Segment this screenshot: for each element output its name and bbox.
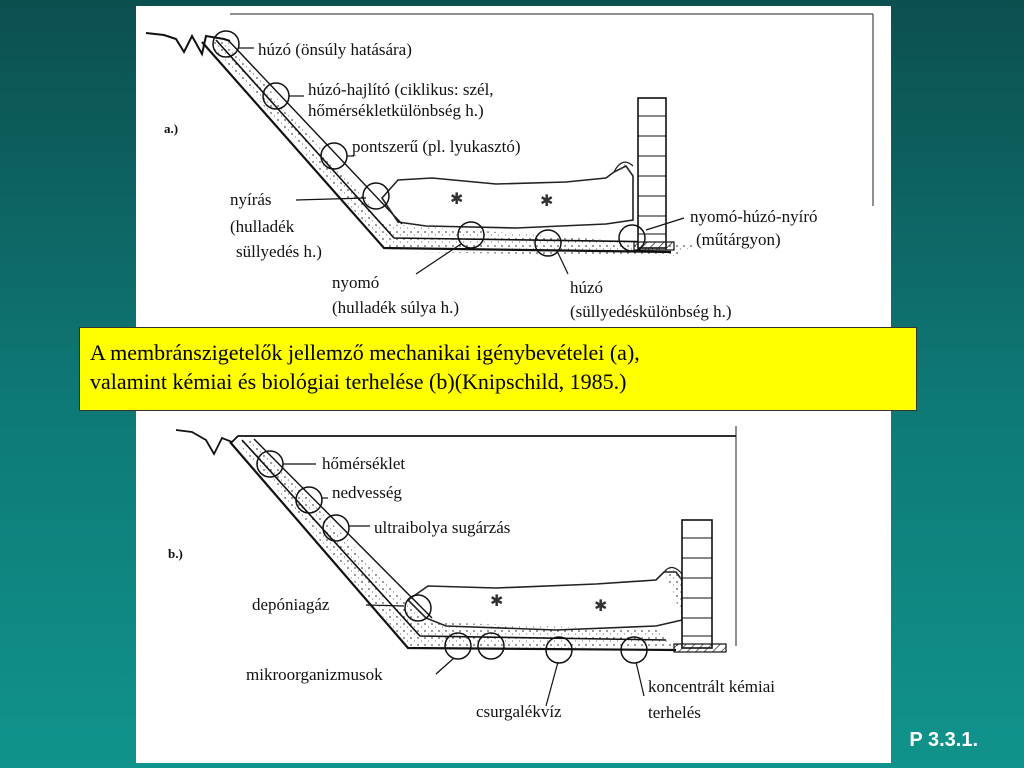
label-csurgalekviz: csurgalékvíz — [476, 702, 562, 721]
part-label-a: a.) — [164, 121, 178, 136]
slide-number: P 3.3.1. — [909, 729, 978, 751]
ground-surface-b — [175, 429, 736, 456]
waste-body-a — [380, 164, 634, 229]
part-label-b: b.) — [168, 546, 183, 561]
waste-edge-b — [663, 566, 683, 616]
label-nedvesseg: nedvesség — [332, 483, 402, 502]
label-homerseklet: hőmérséklet — [322, 454, 405, 473]
label-huzo2-line2: (süllyedéskülönbség h.) — [570, 302, 731, 321]
waste-symbol-b1: ✱ — [490, 593, 503, 610]
label-nyomo-huzo-nyiro-line1: nyomó-húzó-nyíró — [690, 207, 817, 226]
liner-bottom-a — [201, 41, 672, 254]
waste-symbol-a1: ✱ — [450, 191, 463, 208]
label-huzo-hajlito-line2: hőmérsékletkülönbség h.) — [308, 101, 484, 120]
label-huzo2-line1: húzó — [570, 278, 603, 297]
label-koncentralt-line1: koncentrált kémiai — [648, 677, 775, 696]
label-mikroorganizmusok: mikroorganizmusok — [246, 665, 383, 684]
liner-mid-b — [241, 439, 667, 641]
ground-surface-a — [145, 32, 231, 57]
leader-lines-a — [239, 47, 685, 275]
label-nyomo-line1: nyomó — [332, 273, 379, 292]
structure-wall-a — [633, 97, 675, 251]
label-huzo-hajlito-line1: húzó-hajlító (ciklikus: szél, — [308, 80, 494, 99]
label-nyiras-line1: nyírás — [230, 190, 272, 209]
caption-line-1: A membránszigetelők jellemző mechanikai … — [90, 340, 640, 365]
waste-body-b — [406, 571, 683, 631]
liner-mid-a — [215, 39, 667, 243]
liner-layer-a — [206, 39, 696, 256]
label-nyomo-huzo-nyiro-line2: (műtárgyon) — [696, 230, 781, 249]
caption-box: A membránszigetelők jellemző mechanikai … — [79, 327, 917, 411]
label-nyiras-line2: (hulladék — [230, 217, 295, 236]
liner-layer-b — [234, 438, 681, 651]
diagram-b: ✱ ✱ — [168, 426, 775, 722]
diagram-a: ✱ ✱ — [145, 13, 874, 321]
leader-lines-b — [283, 463, 645, 707]
liner-top-b — [253, 438, 433, 619]
liner-bottom-b — [229, 441, 677, 652]
structure-wall-b — [673, 519, 727, 653]
load-circles-b — [256, 450, 648, 664]
label-huzo-onsuly: húzó (önsúly hatására) — [258, 40, 412, 59]
label-nyomo-line2: (hulladék súlya h.) — [332, 298, 459, 317]
caption-line-2: valamint kémiai és biológiai terhelése (… — [90, 369, 627, 394]
waste-edge-a — [613, 161, 634, 173]
waste-symbol-a2: ✱ — [540, 193, 553, 210]
liner-top-a — [227, 39, 403, 225]
label-pontszeru: pontszerű (pl. lyukasztó) — [352, 137, 521, 156]
label-koncentralt-line2: terhelés — [648, 703, 701, 722]
label-nyiras-line3: süllyedés h.) — [236, 242, 322, 261]
label-deponiagaz: depóniagáz — [252, 595, 330, 614]
label-ultraibolya: ultraibolya sugárzás — [374, 518, 510, 537]
landfill-liner-diagram: ✱ ✱ — [145, 13, 874, 722]
waste-symbol-b2: ✱ — [594, 598, 607, 615]
